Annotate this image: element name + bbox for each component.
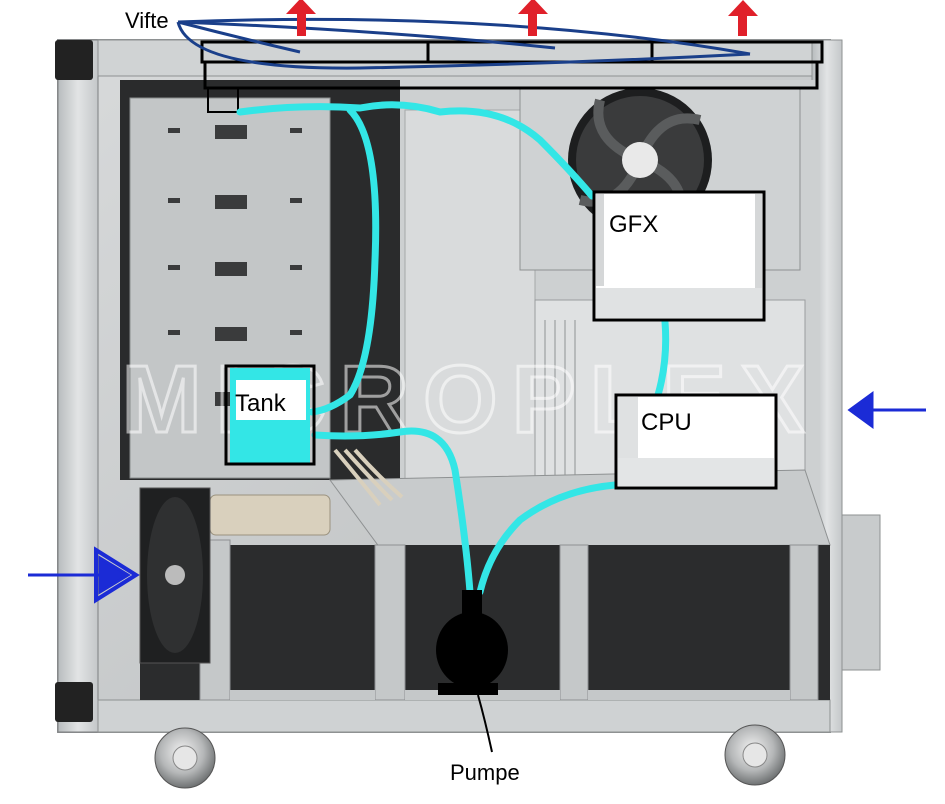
gfx-box — [592, 190, 766, 322]
cpu-label: CPU — [641, 409, 692, 436]
front-fan — [139, 487, 211, 664]
arrow-up-icon — [286, 0, 316, 36]
fans-label: Vifte — [125, 8, 169, 33]
tank-label: Tank — [235, 390, 287, 417]
pump — [436, 590, 508, 753]
arrow-left-icon — [847, 391, 926, 429]
arrow-up-icon — [728, 0, 758, 36]
case-wheels — [154, 724, 786, 789]
pump-label: Pumpe — [450, 760, 520, 785]
coolant-tubing — [236, 101, 670, 596]
intake-arrows — [28, 391, 926, 604]
radiator-outline — [200, 40, 824, 113]
cpu-box — [614, 393, 778, 490]
tank-box — [224, 364, 316, 466]
arrow-up-icon — [518, 0, 548, 36]
exhaust-arrows — [286, 0, 758, 36]
arrow-right-icon — [28, 546, 140, 604]
gfx-label: GFX — [609, 211, 658, 238]
fan-callout-lines — [176, 17, 751, 70]
